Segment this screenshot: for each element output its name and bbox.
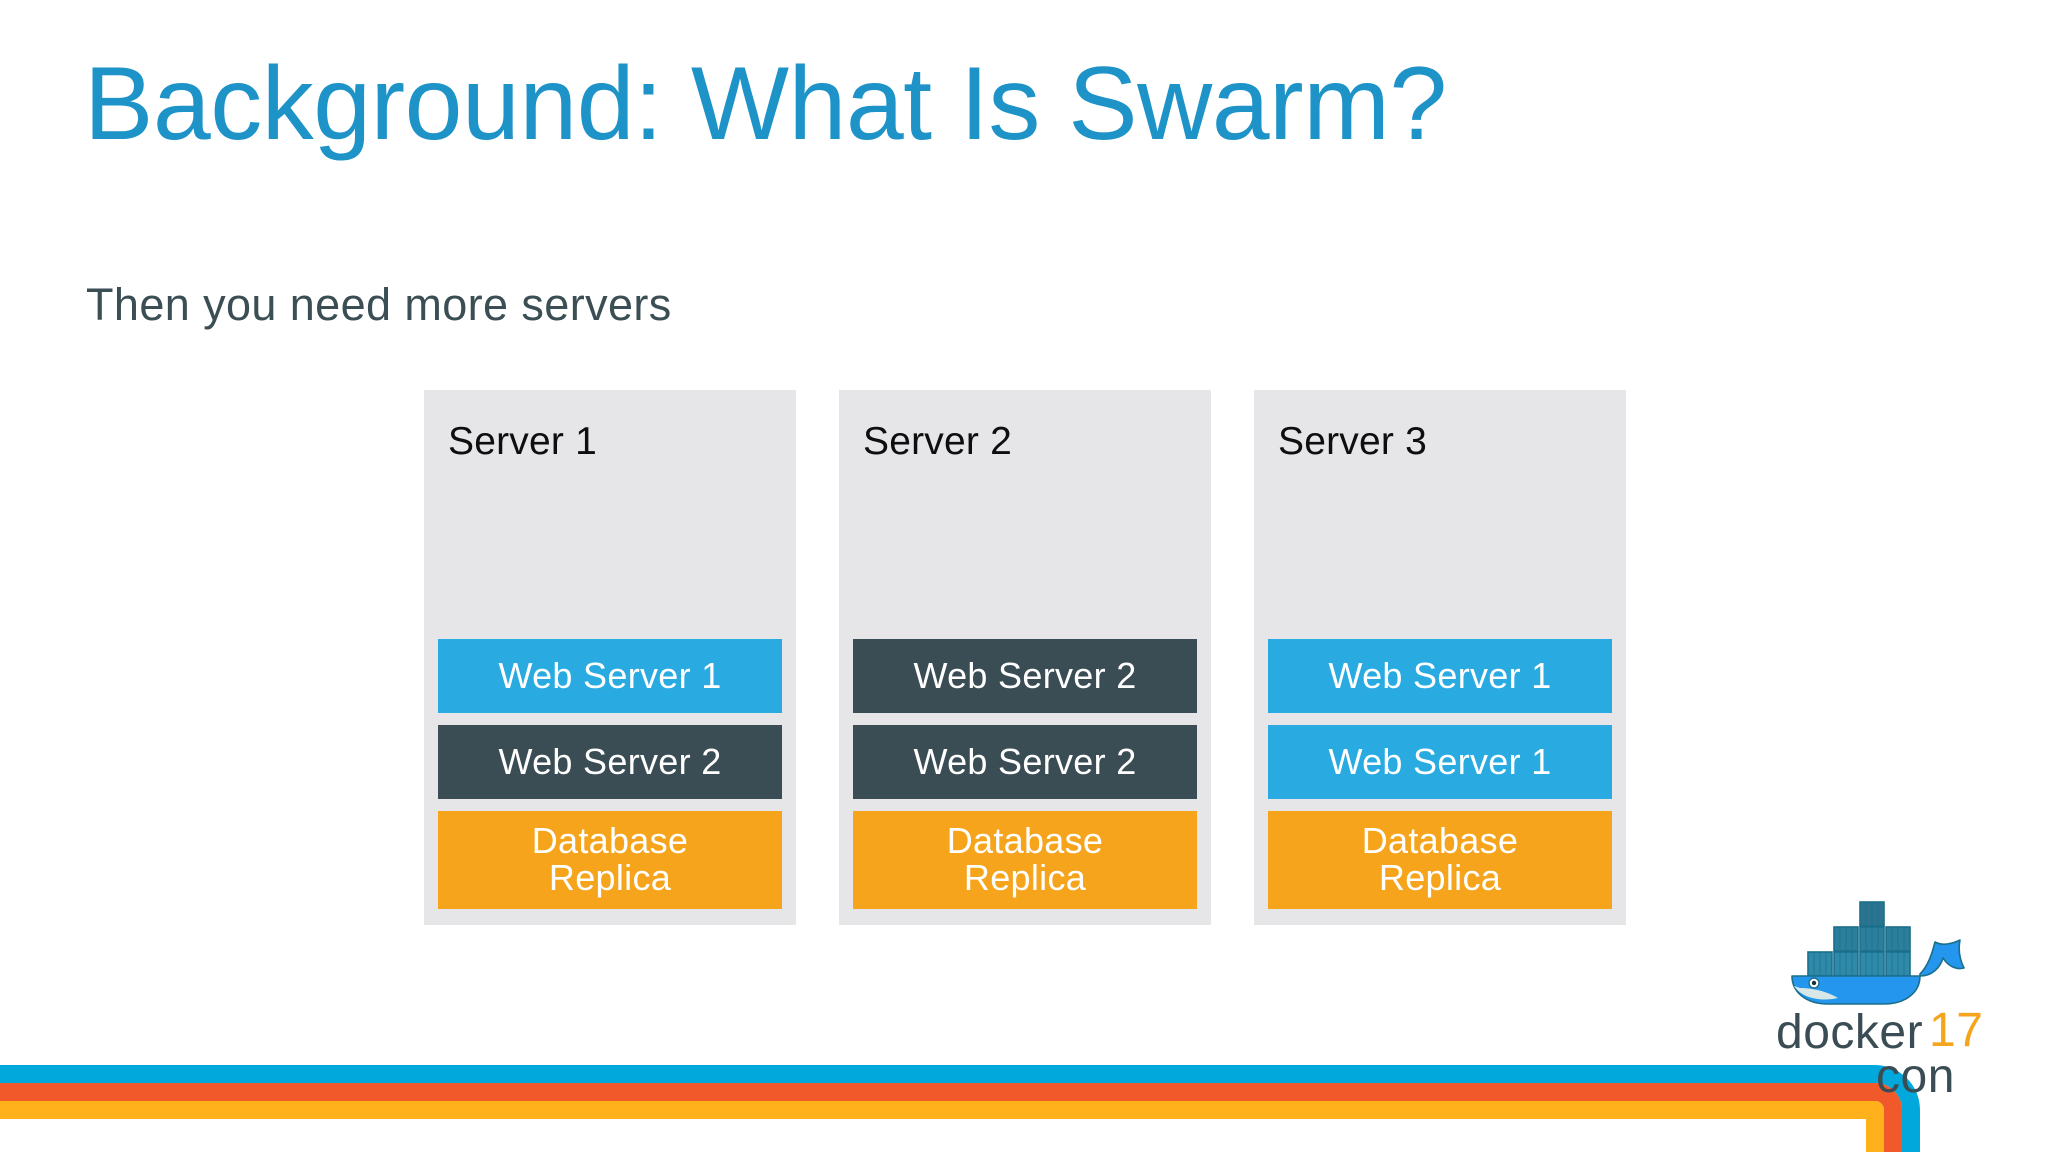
docker-whale-icon	[1791, 901, 1965, 1005]
container-block: Database Replica	[1268, 811, 1612, 909]
dockercon-logo: docker 17 con	[1776, 896, 2036, 1096]
wordmark-con: con	[1876, 1050, 1955, 1096]
container-block: Web Server 2	[853, 639, 1197, 713]
page-title: Background: What Is Swarm?	[84, 46, 1447, 162]
wordmark-year: 17	[1929, 1004, 1983, 1057]
container-block: Database Replica	[853, 811, 1197, 909]
server-panel: Server 3 Web Server 1 Web Server 1 Database…	[1254, 390, 1626, 925]
stripe-yellow	[0, 1101, 1884, 1152]
server-diagram: Server 1 Web Server 1 Web Server 2 Database…	[424, 390, 1626, 925]
server-panel-spacer	[1268, 461, 1612, 639]
container-block: Web Server 1	[438, 639, 782, 713]
stripe-red	[0, 1083, 1902, 1152]
server-panel: Server 2 Web Server 2 Web Server 2 Database…	[839, 390, 1211, 925]
server-panel-title: Server 1	[448, 420, 597, 463]
dockercon-wordmark: docker 17 con	[1776, 1004, 1983, 1096]
container-block: Web Server 2	[853, 725, 1197, 799]
wordmark-docker: docker	[1776, 1006, 1923, 1059]
container-block: Database Replica	[438, 811, 782, 909]
container-block: Web Server 1	[1268, 725, 1612, 799]
stripe-blue	[0, 1065, 1920, 1152]
server-panel-title: Server 3	[1278, 420, 1427, 463]
slide-subtitle: Then you need more servers	[86, 279, 672, 330]
server-panel-spacer	[438, 461, 782, 639]
container-block: Web Server 2	[438, 725, 782, 799]
server-panel-title: Server 2	[863, 420, 1012, 463]
container-block: Web Server 1	[1268, 639, 1612, 713]
server-panel-spacer	[853, 461, 1197, 639]
decorative-stripe-band	[0, 1002, 2048, 1152]
server-panel: Server 1 Web Server 1 Web Server 2 Database…	[424, 390, 796, 925]
